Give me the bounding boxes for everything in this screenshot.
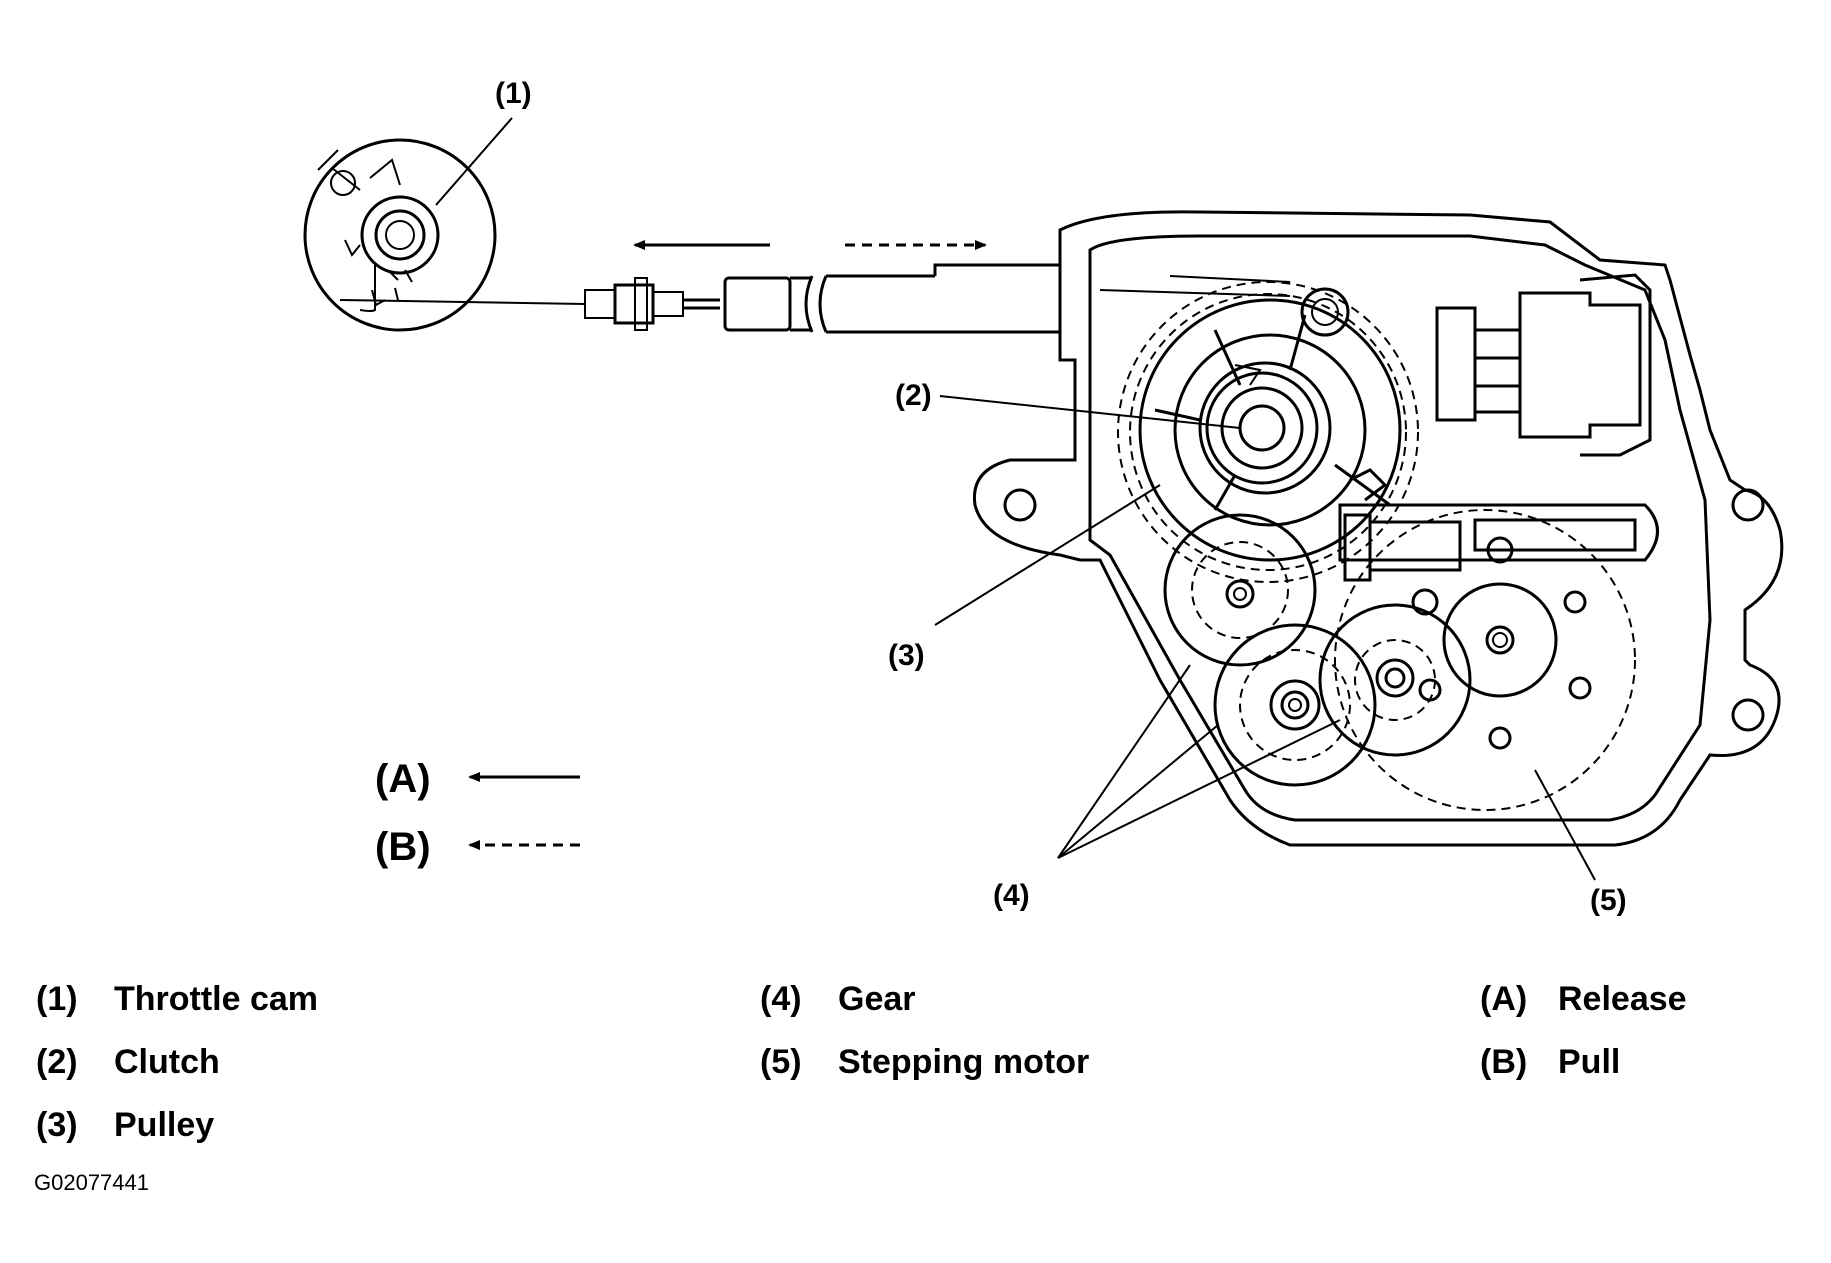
pulley-clutch-drawing (1117, 281, 1419, 583)
figure-code: G02077441 (34, 1170, 149, 1195)
legend-item-1: (1) Throttle cam (36, 980, 318, 1019)
leader-4c (1057, 719, 1341, 859)
legend-key: (B) (1480, 1043, 1528, 1081)
throttle-cable-drawing (339, 263, 1062, 334)
stepping-motor-drawing (1334, 509, 1636, 811)
leader-3 (934, 484, 1161, 626)
legend-text: Stepping motor (838, 1043, 1090, 1081)
legend-text: Pulley (114, 1106, 215, 1144)
leader-5 (1534, 769, 1596, 881)
label-b: (B) (375, 825, 431, 869)
leader-2 (939, 395, 1241, 429)
leader-4a (1057, 664, 1191, 859)
legend-text: Gear (838, 980, 916, 1018)
legend-item-a: (A) Release (1480, 980, 1687, 1019)
callout-4: (4) (993, 879, 1030, 912)
legend-text: Clutch (114, 1043, 220, 1081)
legend-text: Pull (1558, 1043, 1621, 1081)
callout-3: (3) (888, 639, 925, 672)
legend-key: (A) (1480, 980, 1528, 1018)
callout-1: (1) (495, 77, 532, 110)
slider-slot-drawing (1338, 503, 1659, 582)
legend-key: (5) (760, 1043, 802, 1081)
connector-drawing (1435, 273, 1652, 457)
gears-drawing (1163, 513, 1472, 787)
actuator-housing (972, 210, 1784, 847)
legend-key: (1) (36, 980, 78, 1018)
leader-1 (435, 117, 513, 206)
legend-item-2: (2) Clutch (36, 1043, 220, 1082)
legend-key: (4) (760, 980, 802, 1018)
leader-4b (1057, 724, 1219, 859)
legend-text: Release (1558, 980, 1687, 1018)
legend-key: (2) (36, 1043, 78, 1081)
legend-text: Throttle cam (114, 980, 319, 1018)
legend-item-3: (3) Pulley (36, 1106, 214, 1145)
leader-lines (435, 117, 1596, 881)
legend-item-4: (4) Gear (760, 980, 916, 1019)
callout-2: (2) (895, 379, 932, 412)
label-a: (A) (375, 757, 431, 801)
callout-5: (5) (1590, 884, 1627, 917)
legend-item-5: (5) Stepping motor (760, 1043, 1089, 1082)
legend-key: (3) (36, 1106, 78, 1144)
legend-item-b: (B) Pull (1480, 1043, 1620, 1082)
